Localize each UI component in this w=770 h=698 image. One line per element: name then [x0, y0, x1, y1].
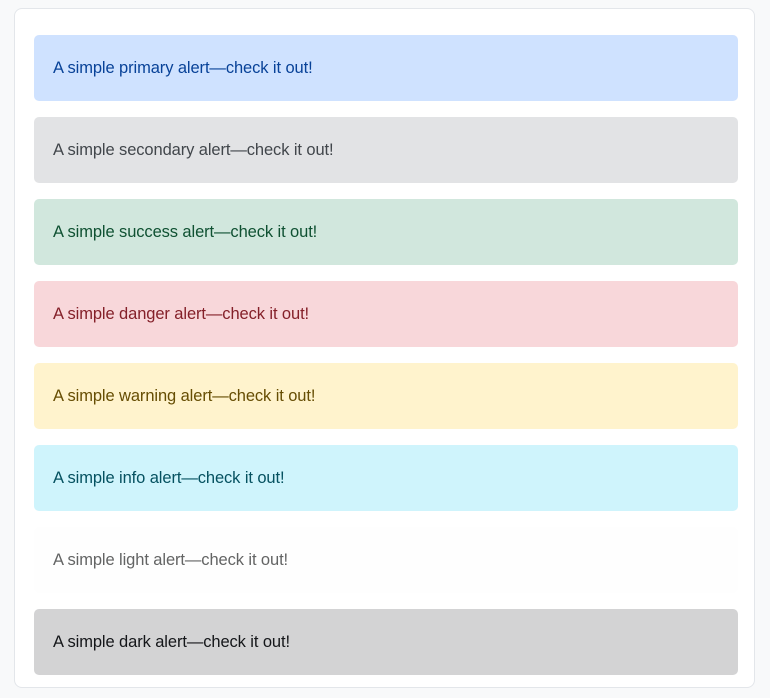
- alert-primary: A simple primary alert—check it out!: [34, 35, 738, 101]
- alert-dark: A simple dark alert—check it out!: [34, 609, 738, 675]
- alert-danger-text: A simple danger alert—check it out!: [53, 305, 310, 323]
- alert-success-text: A simple success alert—check it out!: [53, 223, 318, 241]
- alert-secondary-text: A simple secondary alert—check it out!: [53, 141, 334, 159]
- alert-light: A simple light alert—check it out!: [34, 527, 738, 593]
- alert-info-text: A simple info alert—check it out!: [53, 469, 285, 487]
- alert-primary-text: A simple primary alert—check it out!: [53, 59, 313, 77]
- alerts-stack: A simple primary alert—check it out! A s…: [34, 35, 738, 675]
- alert-warning-text: A simple warning alert—check it out!: [53, 387, 316, 405]
- alert-info: A simple info alert—check it out!: [34, 445, 738, 511]
- alerts-card: A simple primary alert—check it out! A s…: [14, 8, 755, 688]
- alert-danger: A simple danger alert—check it out!: [34, 281, 738, 347]
- alert-dark-text: A simple dark alert—check it out!: [53, 633, 290, 651]
- alert-secondary: A simple secondary alert—check it out!: [34, 117, 738, 183]
- alert-success: A simple success alert—check it out!: [34, 199, 738, 265]
- alert-warning: A simple warning alert—check it out!: [34, 363, 738, 429]
- alert-light-text: A simple light alert—check it out!: [53, 551, 289, 569]
